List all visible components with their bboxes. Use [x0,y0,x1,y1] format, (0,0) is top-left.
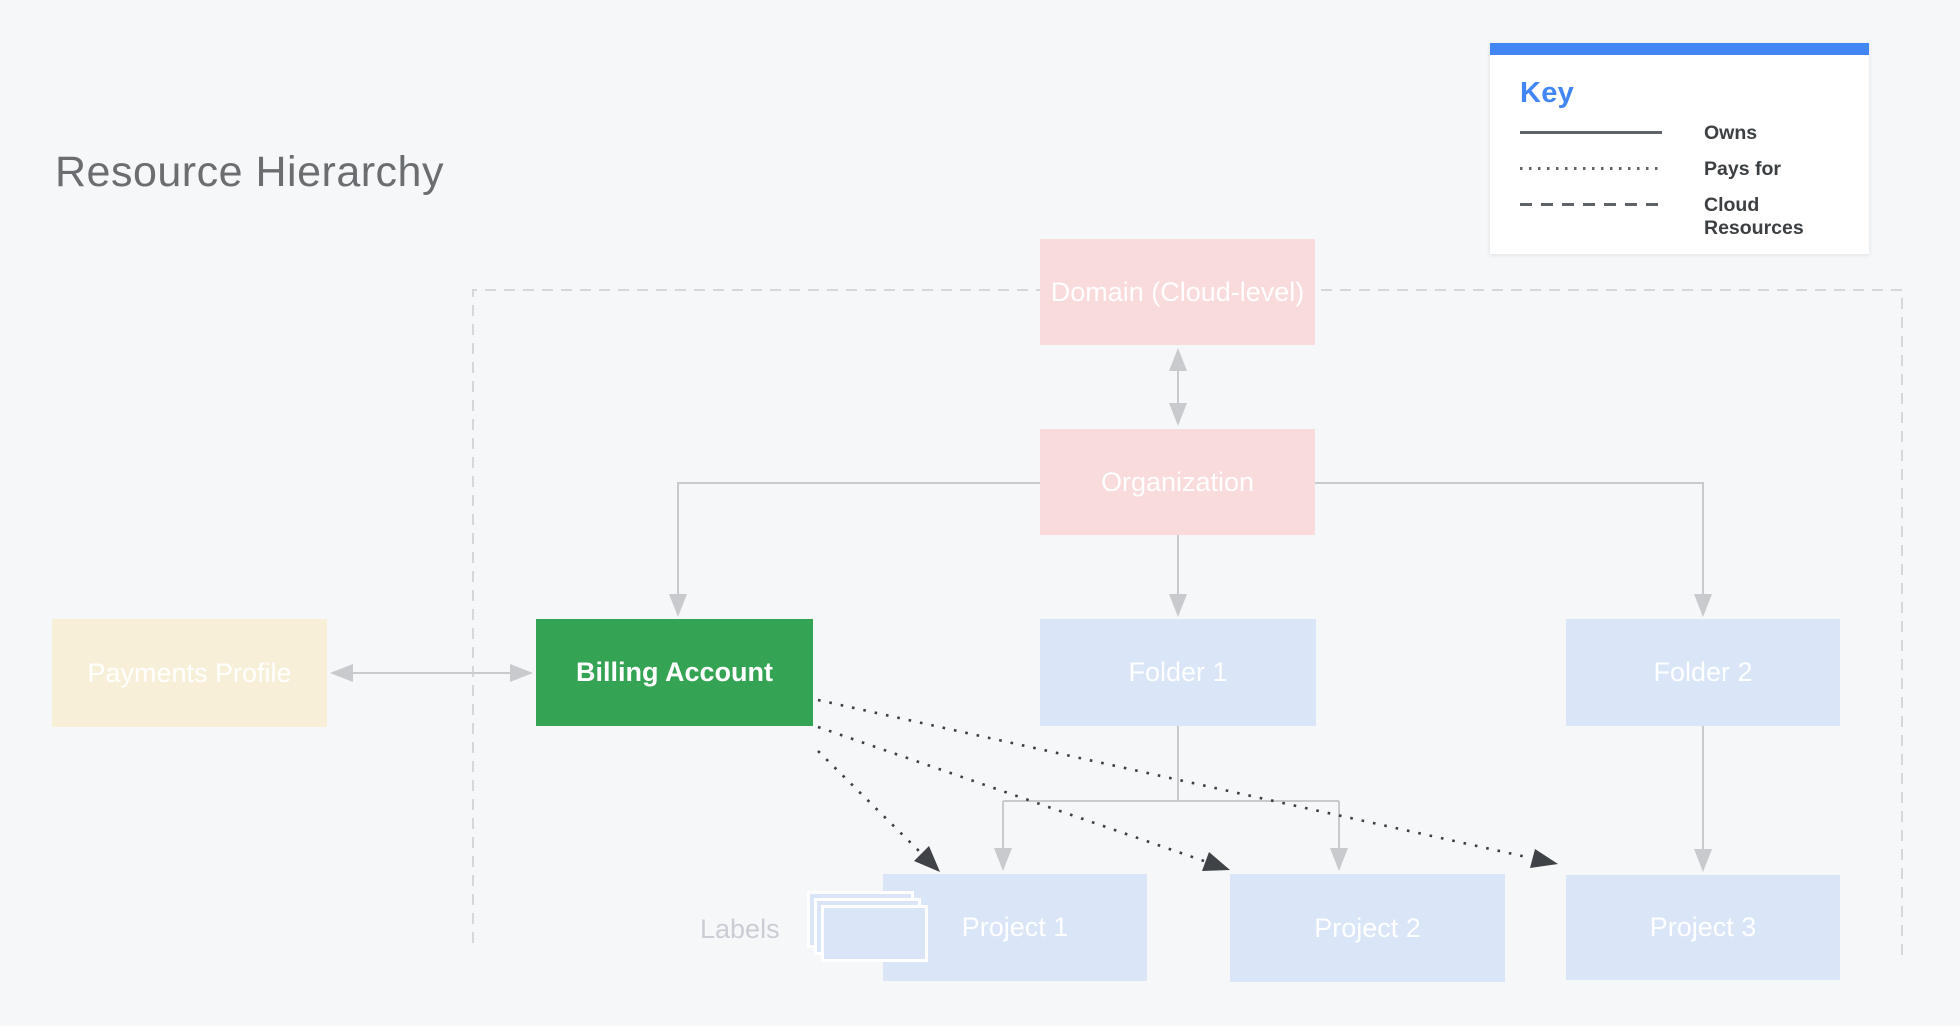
legend: Key Owns Pays for Cloud Resources [1490,43,1869,254]
node-billing-account-label: Billing Account [576,657,773,687]
node-folder-1: Folder 1 [1040,619,1316,726]
node-project-3-label: Project 3 [1649,912,1757,942]
legend-row-pays-for: Pays for [1520,158,1855,181]
label-card-front [821,905,928,962]
legend-body: Key Owns Pays for Cloud Resources [1490,55,1869,254]
node-payments-profile-label: Payments Profile [87,657,292,688]
legend-row-cloud-resources: Cloud Resources [1520,194,1855,240]
node-project-2: Project 2 [1230,874,1505,982]
node-project-2-label: Project 2 [1314,912,1421,943]
pays-for-arrows [817,698,1558,872]
node-domain-label: Domain (Cloud-level) [1050,276,1305,307]
node-domain: Domain (Cloud-level) [1040,239,1315,345]
labels-caption: Labels [700,914,780,944]
dashed-line-sample [1520,203,1662,206]
cloud-resources-boundary [472,289,1903,957]
node-project-3: Project 3 [1566,875,1840,980]
solid-line-sample [1520,131,1662,134]
node-project-1-label: Project 1 [961,912,1069,942]
legend-label-pays-for: Pays for [1704,158,1781,180]
legend-label-owns: Owns [1704,122,1758,144]
owns-connectors [330,348,1712,872]
legend-top-bar [1490,43,1869,55]
page-title: Resource Hierarchy [55,148,444,196]
dotted-line-sample [1520,167,1662,170]
node-folder-2-label: Folder 2 [1653,657,1753,687]
legend-title: Key [1520,77,1575,109]
node-folder-2: Folder 2 [1566,619,1840,726]
legend-label-cloud-resources: Cloud Resources [1704,194,1804,239]
node-billing-account: Billing Account [536,619,813,726]
node-payments-profile: Payments Profile [52,619,327,727]
node-folder-1-label: Folder 1 [1128,657,1228,687]
legend-row-owns: Owns [1520,122,1855,145]
node-organization: Organization [1040,429,1315,535]
node-organization-label: Organization [1100,466,1255,497]
labels-stack-icon [807,891,947,981]
